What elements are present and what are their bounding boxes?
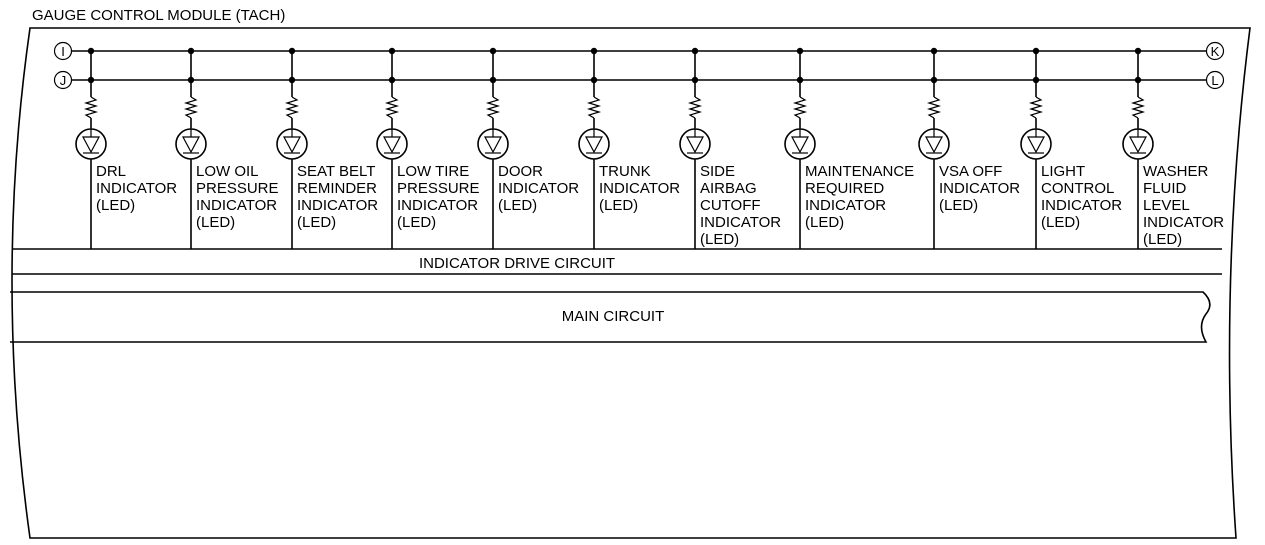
connector-k: K: [1205, 41, 1225, 61]
indicator-label-line: DOOR: [498, 163, 543, 180]
connector-i-label: I: [61, 44, 65, 59]
indicator-label-line: (LED): [297, 214, 336, 231]
resistor-icon: [792, 96, 808, 119]
indicator-label-line: PRESSURE: [397, 180, 480, 197]
resistor-icon: [687, 96, 703, 119]
connector-j-label: J: [60, 73, 67, 88]
indicator-label-line: DRL: [96, 163, 126, 180]
diode-icon: [283, 136, 301, 154]
indicator-label-line: LIGHT: [1041, 163, 1085, 180]
resistor-icon: [586, 96, 602, 119]
indicator-label-line: (LED): [805, 214, 844, 231]
diode-icon: [182, 136, 200, 154]
resistor-icon: [926, 96, 942, 119]
indicator-label-line: INDICATOR: [939, 180, 1020, 197]
resistor-icon: [284, 96, 300, 119]
connector-k-label: K: [1211, 44, 1220, 59]
indicator-label-line: PRESSURE: [196, 180, 279, 197]
indicator-label-line: CONTROL: [1041, 180, 1114, 197]
connector-l-label: L: [1211, 73, 1218, 88]
indicator-label-line: LOW OIL: [196, 163, 259, 180]
indicator-label-line: (LED): [1143, 231, 1182, 248]
indicator-label-line: AIRBAG: [700, 180, 757, 197]
resistor-icon: [1130, 96, 1146, 119]
diode-icon: [585, 136, 603, 154]
indicator-label-line: CUTOFF: [700, 197, 761, 214]
diode-icon: [484, 136, 502, 154]
diode-icon: [791, 136, 809, 154]
indicator-label-line: (LED): [700, 231, 739, 248]
connector-i: I: [53, 41, 73, 61]
indicator-label-line: INDICATOR: [498, 180, 579, 197]
module-title: GAUGE CONTROL MODULE (TACH): [32, 7, 285, 24]
diode-icon: [1129, 136, 1147, 154]
indicator-label-line: INDICATOR: [96, 180, 177, 197]
indicator-label-line: INDICATOR: [805, 197, 886, 214]
main-circuit-label: MAIN CIRCUIT: [562, 308, 665, 325]
indicator-label-line: LOW TIRE: [397, 163, 469, 180]
resistor-icon: [384, 96, 400, 119]
resistor-icon: [485, 96, 501, 119]
resistor-icon: [83, 96, 99, 119]
main-circuit-block: [10, 291, 1211, 343]
indicator-label-line: WASHER: [1143, 163, 1208, 180]
indicator-label-line: (LED): [96, 197, 135, 214]
indicator-label-line: INDICATOR: [599, 180, 680, 197]
indicator-label-line: INDICATOR: [700, 214, 781, 231]
diode-icon: [383, 136, 401, 154]
indicator-label-line: TRUNK: [599, 163, 651, 180]
indicator-label-line: FLUID: [1143, 180, 1187, 197]
indicator-label-line: (LED): [397, 214, 436, 231]
diode-icon: [82, 136, 100, 154]
module-outline: [11, 27, 1251, 539]
diode-icon: [925, 136, 943, 154]
resistor-icon: [1028, 96, 1044, 119]
indicator-label-line: INDICATOR: [1041, 197, 1122, 214]
indicator-label-line: INDICATOR: [1143, 214, 1224, 231]
indicator-label-line: INDICATOR: [297, 197, 378, 214]
diode-icon: [686, 136, 704, 154]
indicator-label-line: SIDE: [700, 163, 735, 180]
indicator-label-line: (LED): [939, 197, 978, 214]
indicator-label-line: SEAT BELT: [297, 163, 375, 180]
indicator-label-line: REMINDER: [297, 180, 377, 197]
diode-icon: [1027, 136, 1045, 154]
indicator-label-line: INDICATOR: [196, 197, 277, 214]
indicator-label-line: LEVEL: [1143, 197, 1190, 214]
resistor-icon: [183, 96, 199, 119]
indicator-label-line: (LED): [498, 197, 537, 214]
indicator-drive-circuit-label: INDICATOR DRIVE CIRCUIT: [419, 255, 615, 272]
indicator-label-line: INDICATOR: [397, 197, 478, 214]
indicator-label-line: REQUIRED: [805, 180, 884, 197]
indicator-label-line: (LED): [599, 197, 638, 214]
indicator-label-line: MAINTENANCE: [805, 163, 914, 180]
connector-j: J: [53, 70, 73, 90]
connector-l: L: [1205, 70, 1225, 90]
indicator-label-line: VSA OFF: [939, 163, 1002, 180]
indicator-label-line: (LED): [1041, 214, 1080, 231]
indicator-label-line: (LED): [196, 214, 235, 231]
